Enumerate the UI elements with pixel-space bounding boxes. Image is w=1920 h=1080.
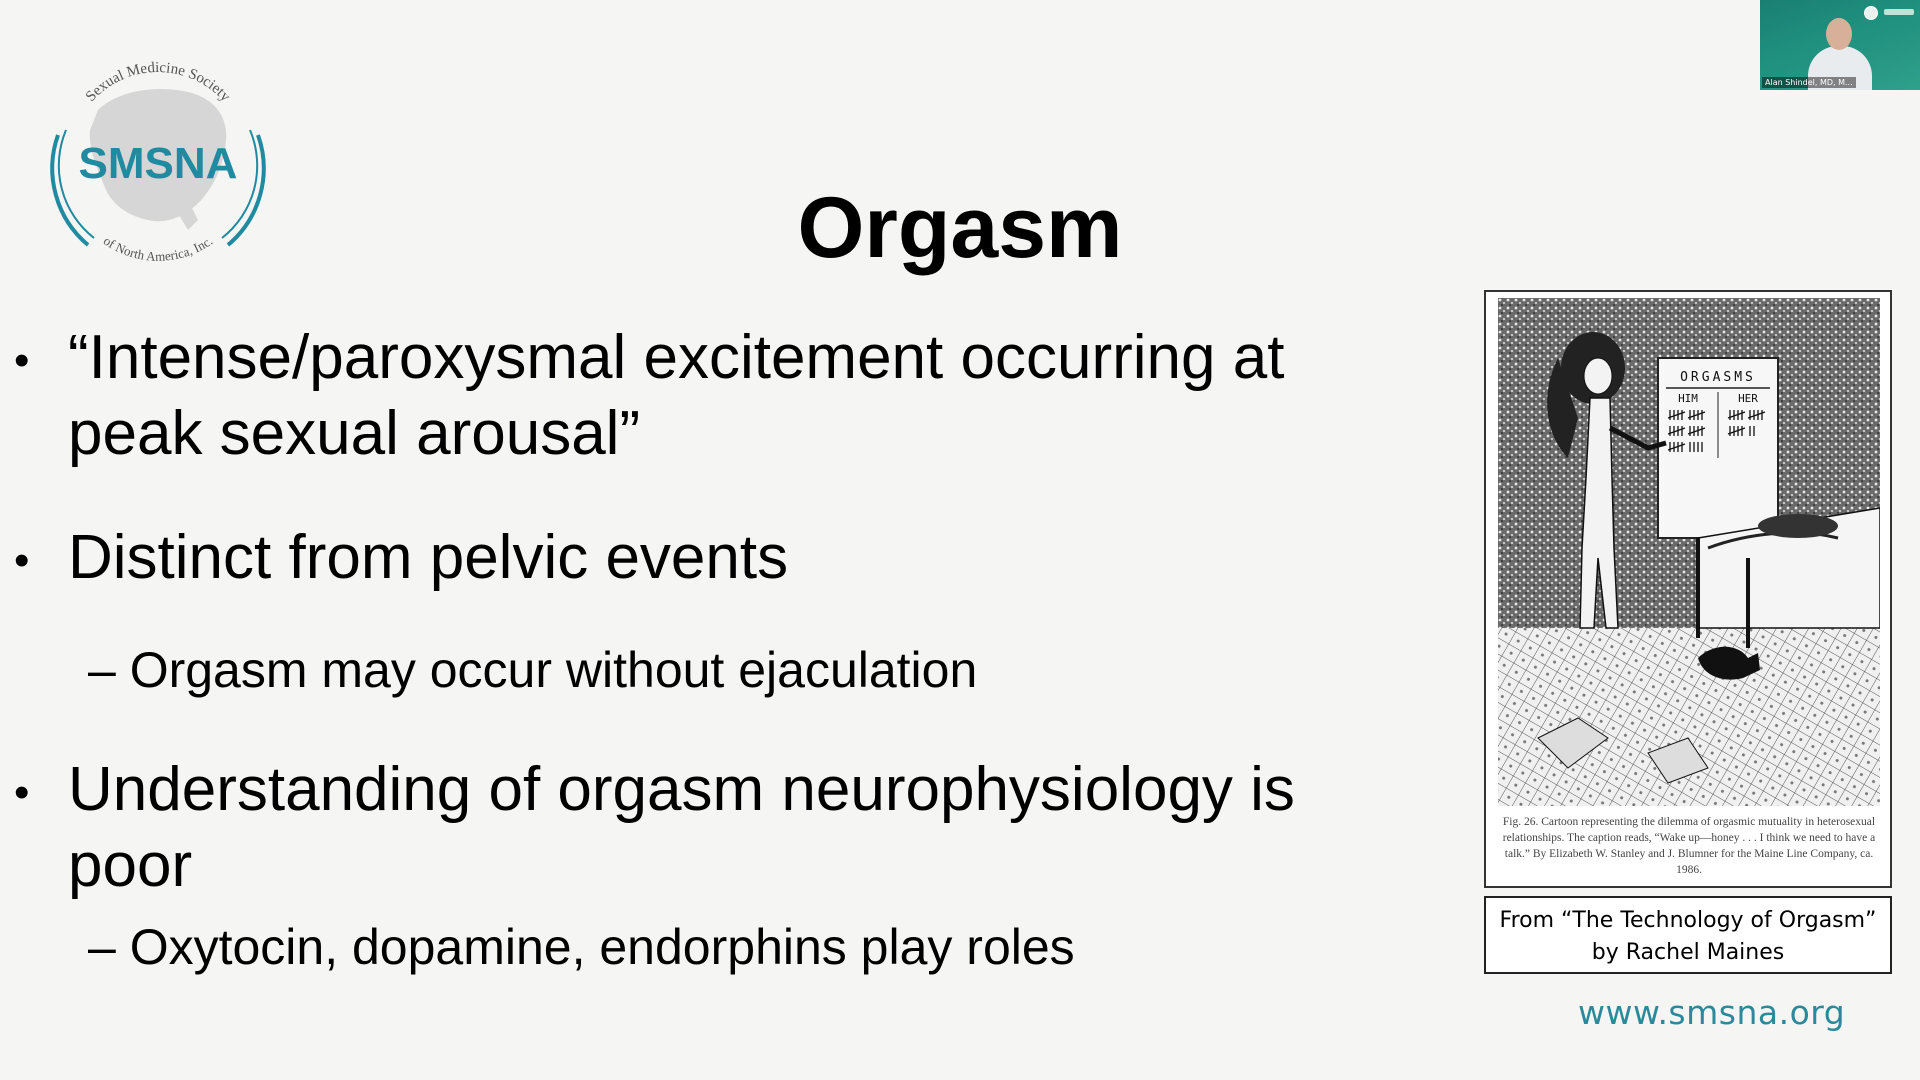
participant-name: Alan Shindel, MD, M... bbox=[1762, 77, 1856, 88]
logo-org-bottom: of North America, Inc. bbox=[101, 233, 215, 264]
figure-caption: Fig. 26. Cartoon representing the dilemm… bbox=[1502, 816, 1876, 876]
chart-word-her: HER bbox=[1738, 392, 1758, 405]
bullet-marker: • bbox=[14, 768, 30, 817]
bullet-marker: • bbox=[14, 536, 30, 585]
credit-line-1: From “The Technology of Orgasm” bbox=[1499, 908, 1877, 933]
bullet-2: Distinct from pelvic events bbox=[68, 523, 789, 592]
credit-line-2: by Rachel Maines bbox=[1591, 940, 1785, 965]
cartoon-figure: ORGASMS HIM HER bbox=[1484, 290, 1892, 888]
bullet-3: Understanding of orgasm neurophysiology … bbox=[68, 755, 1295, 900]
slide-title: Orgasm bbox=[797, 180, 1123, 276]
speaker-body bbox=[1808, 46, 1872, 90]
chart-word-orgasms: ORGASMS bbox=[1680, 370, 1756, 385]
logo-acronym: SMSNA bbox=[79, 139, 238, 188]
webcam-logo bbox=[1884, 9, 1914, 15]
bullet-marker: • bbox=[14, 336, 30, 385]
bullet-1: “Intense/paroxysmal excitement occurring… bbox=[68, 323, 1285, 468]
webcam-badge-icon bbox=[1864, 6, 1878, 20]
chart-word-him: HIM bbox=[1678, 392, 1698, 405]
sub-bullet-1: – Orgasm may occur without ejaculation bbox=[88, 642, 978, 698]
speaker-head bbox=[1826, 18, 1852, 50]
sub-bullet-2: – Oxytocin, dopamine, endorphins play ro… bbox=[88, 919, 1075, 975]
smsna-logo: Sexual Medicine Society SMSNA of North A… bbox=[28, 30, 288, 290]
cartoon-illustration: ORGASMS HIM HER bbox=[1498, 298, 1880, 806]
svg-text:of North America, Inc.: of North America, Inc. bbox=[101, 233, 215, 264]
website-url: www.smsna.org bbox=[1578, 993, 1846, 1032]
webcam-thumbnail[interactable]: Alan Shindel, MD, M... bbox=[1760, 0, 1920, 90]
image-credit-box: From “The Technology of Orgasm” by Rache… bbox=[1484, 896, 1892, 974]
